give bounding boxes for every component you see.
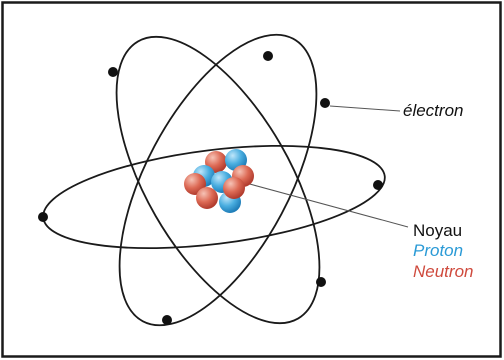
electrons bbox=[38, 51, 383, 325]
electron bbox=[162, 315, 172, 325]
electron bbox=[38, 212, 48, 222]
nucleus-label: Noyau bbox=[413, 221, 462, 240]
orbit-tilted-right bbox=[115, 35, 321, 325]
electron bbox=[373, 180, 383, 190]
electron-label: électron bbox=[403, 101, 463, 120]
neutron-label: Neutron bbox=[413, 262, 473, 281]
neutron-particle bbox=[223, 177, 245, 199]
electron bbox=[316, 277, 326, 287]
proton-label: Proton bbox=[413, 241, 463, 260]
electron bbox=[263, 51, 273, 61]
electron bbox=[108, 67, 118, 77]
electron-leader-line bbox=[329, 105, 401, 112]
leader-lines bbox=[245, 105, 409, 228]
orbit-tilted-left bbox=[118, 33, 318, 327]
neutron-particle bbox=[196, 187, 218, 209]
electron bbox=[320, 98, 330, 108]
nucleus bbox=[184, 149, 254, 213]
nucleus-leader-line bbox=[245, 182, 409, 228]
